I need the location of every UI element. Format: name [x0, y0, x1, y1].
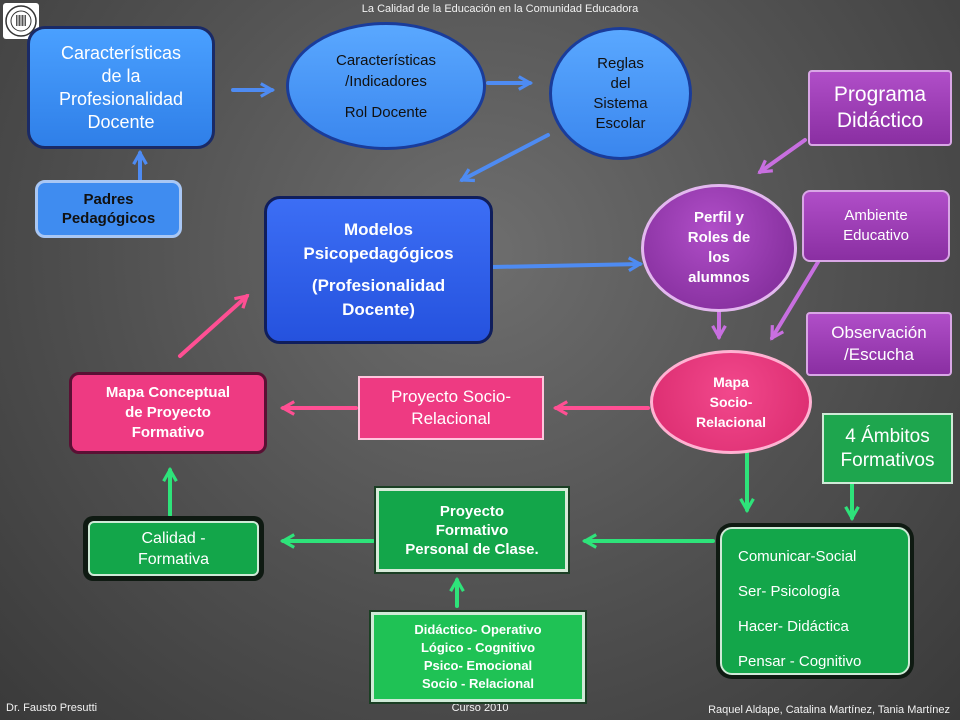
node-line: (Profesionalidad	[311, 276, 446, 295]
node-line: los	[708, 249, 730, 266]
node-proyecto-formativo-personal: Proyecto Formativo Personal de Clase.	[374, 486, 570, 574]
node-line: /Escucha	[844, 345, 914, 364]
arrow-modelos-to-perfil	[491, 256, 644, 272]
node-perfil-roles-alumnos: Perfil y Roles de los alumnos	[641, 184, 797, 312]
node-line: Perfil y	[693, 209, 745, 226]
node-line: Didáctico	[836, 109, 924, 132]
node-caracteristicas-profesionalidad: Características de la Profesionalidad Do…	[27, 26, 215, 149]
node-line: de la	[101, 65, 141, 86]
node-line: Mapa	[713, 374, 749, 390]
node-line: alumnos	[688, 269, 750, 286]
node-mapa-conceptual: Mapa Conceptual de Proyecto Formativo	[69, 372, 267, 454]
node-modelos-psicopedagogicos: Modelos Psicopedagógicos (Profesionalida…	[264, 196, 493, 344]
arrow-ambiente-to-mapa-socio	[770, 260, 820, 341]
node-line: Características	[60, 42, 182, 63]
ambito-item: Hacer- Didáctica	[738, 618, 849, 635]
node-line: Modelos	[344, 220, 413, 239]
node-indicadores-rol-docente: Características /Indicadores Rol Docente	[286, 22, 486, 150]
node-line: Lógico - Cognitivo	[420, 640, 536, 655]
ambito-item: Ser- Psicología	[738, 583, 840, 600]
node-line: Profesionalidad	[58, 88, 184, 109]
node-ambiente-educativo: Ambiente Educativo	[802, 190, 950, 262]
node-line: Padres	[83, 191, 134, 208]
node-padres-pedagogicos: Padres Pedagógicos	[35, 180, 182, 238]
node-line: Escolar	[595, 114, 646, 132]
node-line: Pedagógicos	[61, 210, 156, 227]
node-line: Mapa Conceptual	[105, 384, 231, 401]
node-line: Proyecto	[439, 502, 505, 520]
node-line: Ambiente	[844, 207, 908, 224]
node-line: Formativos	[840, 449, 935, 471]
node-line: Socio-	[709, 394, 753, 410]
node-line: Observación	[831, 323, 927, 342]
node-line: Docente)	[342, 300, 415, 319]
node-reglas-sistema-escolar: Reglas del Sistema Escolar	[549, 27, 692, 160]
node-line: Programa	[833, 83, 927, 106]
node-line: Roles de	[687, 229, 751, 246]
node-ambitos-list-inner: Comunicar-Social Ser- Psicología Hacer- …	[720, 527, 910, 675]
node-proyecto-socio-relacional: Proyecto Socio- Relacional	[358, 376, 544, 440]
footer-course: Curso 2010	[451, 702, 509, 714]
node-mapa-socio-relacional: Mapa Socio- Relacional	[650, 350, 812, 454]
node-line: Formativo	[131, 424, 205, 441]
node-ambitos-formativos: 4 Ámbitos Formativos	[822, 413, 953, 484]
node-line: Educativo	[843, 227, 909, 244]
node-line: Personal de Clase.	[405, 540, 539, 558]
node-line: de Proyecto	[125, 404, 211, 421]
node-line: Reglas	[597, 54, 644, 72]
node-calidad-formativa: Calidad - Formativa	[83, 516, 264, 581]
ambito-item: Pensar - Cognitivo	[738, 653, 862, 670]
node-line: Calidad -	[141, 529, 206, 547]
node-line: Sistema	[593, 94, 648, 112]
node-line: Psico- Emocional	[423, 658, 533, 673]
node-line: Relacional	[411, 409, 491, 428]
node-line: Proyecto Socio-	[391, 387, 511, 406]
node-line: 4 Ámbitos	[845, 425, 930, 447]
arrow-reglas-to-modelos	[459, 133, 550, 183]
node-calidad-inner: Calidad - Formativa	[88, 521, 259, 576]
node-line: /Indicadores	[345, 72, 427, 90]
node-line: Didáctico- Operativo	[414, 622, 542, 637]
node-line: Formativa	[137, 550, 210, 568]
arrow-mapa-conceptual-to-modelos	[178, 293, 250, 358]
arrow-programa-to-perfil	[757, 138, 807, 174]
node-line: Docente	[87, 111, 155, 132]
node-line: Psicopedagógicos	[303, 244, 454, 263]
node-line: Relacional	[695, 414, 767, 430]
node-line: Formativo	[435, 521, 509, 539]
slide-header-title: La Calidad de la Educación en la Comunid…	[361, 3, 639, 15]
node-didactico-operativo: Didáctico- Operativo Lógico - Cognitivo …	[369, 610, 587, 704]
node-line: Características	[335, 51, 437, 69]
node-programa-didactico: Programa Didáctico	[808, 70, 952, 146]
ambito-item: Comunicar-Social	[738, 548, 857, 565]
footer-author: Dr. Fausto Presutti	[6, 702, 98, 714]
node-line: Socio - Relacional	[422, 676, 534, 691]
node-ambitos-list: Comunicar-Social Ser- Psicología Hacer- …	[716, 523, 914, 679]
node-line: del	[610, 74, 631, 92]
node-line: Rol Docente	[344, 103, 428, 121]
node-observacion-escucha: Observación /Escucha	[806, 312, 952, 376]
footer-credits: Raquel Aldape, Catalina Martínez, Tania …	[708, 704, 950, 716]
